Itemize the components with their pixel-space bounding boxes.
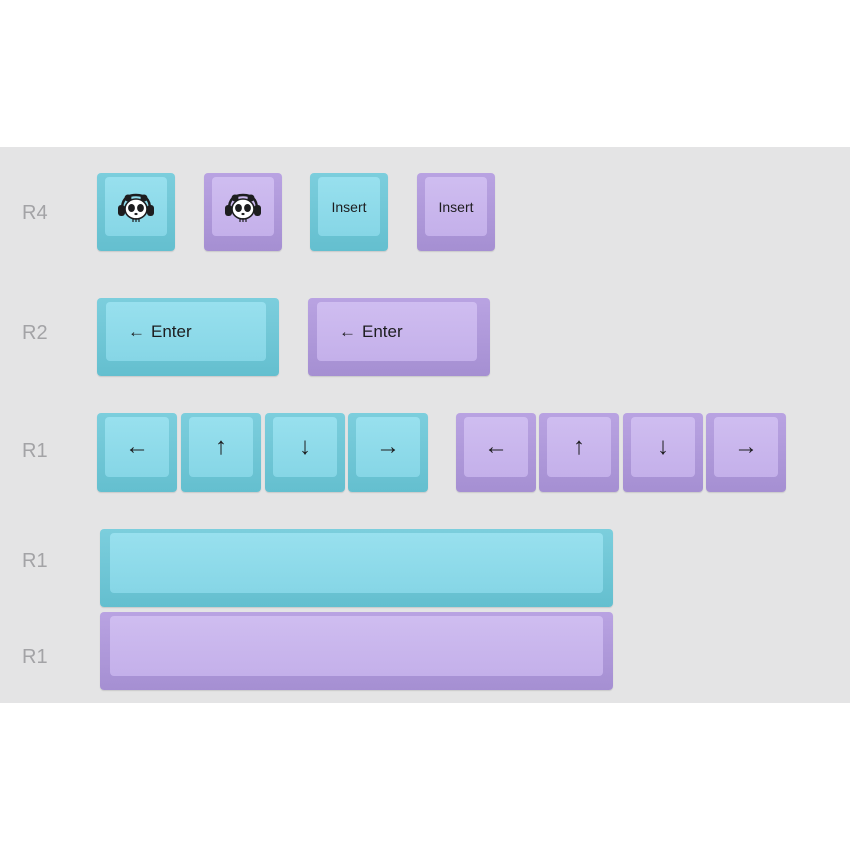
up-arrow-icon: ↑ [189,417,253,477]
left-arrow-icon: ← [105,417,169,477]
keycap-up-arrow-blue: ↑ [181,413,261,492]
insert-legend: Insert [318,177,380,236]
keycap-right-arrow-purple: → [706,413,786,492]
enter-legend: ← Enter [317,302,477,361]
right-arrow-icon: → [714,417,778,477]
row-label-r1-arrows: R1 [22,440,48,462]
panda-headphones-icon [225,193,261,222]
keycap-right-arrow-blue: → [348,413,428,492]
panda-icon-container [212,177,274,236]
keycap-insert-blue: Insert [310,173,388,251]
keycap-enter-blue: ← Enter [97,298,279,376]
insert-legend: Insert [425,177,487,236]
keycap-up-arrow-purple: ↑ [539,413,619,492]
enter-legend: ← Enter [106,302,266,361]
spacebar-purple [100,612,613,690]
keycap-left-arrow-blue: ← [97,413,177,492]
keycap-insert-purple: Insert [417,173,495,251]
keycap-enter-purple: ← Enter [308,298,490,376]
spacebar-top-surface [110,533,603,593]
keycap-panda-purple [204,173,282,251]
enter-label: Enter [151,321,192,341]
enter-arrow-icon: ← [339,321,356,341]
keycap-panda-blue [97,173,175,251]
panda-icon-container [105,177,167,236]
keycap-left-arrow-purple: ← [456,413,536,492]
down-arrow-icon: ↓ [631,417,695,477]
spacebar-blue [100,529,613,607]
row-label-r4: R4 [22,202,48,224]
right-arrow-icon: → [356,417,420,477]
down-arrow-icon: ↓ [273,417,337,477]
row-label-r1-blue-spacebar: R1 [22,550,48,572]
enter-arrow-icon: ← [128,321,145,341]
keycap-display-panel: R4 R2 R1 R1 R1 [0,147,850,703]
keycap-down-arrow-blue: ↓ [265,413,345,492]
up-arrow-icon: ↑ [547,417,611,477]
panda-headphones-icon [118,193,154,222]
enter-label: Enter [362,321,403,341]
row-label-r2: R2 [22,322,48,344]
left-arrow-icon: ← [464,417,528,477]
keycap-down-arrow-purple: ↓ [623,413,703,492]
row-label-r1-purple-spacebar: R1 [22,646,48,668]
spacebar-top-surface [110,616,603,676]
